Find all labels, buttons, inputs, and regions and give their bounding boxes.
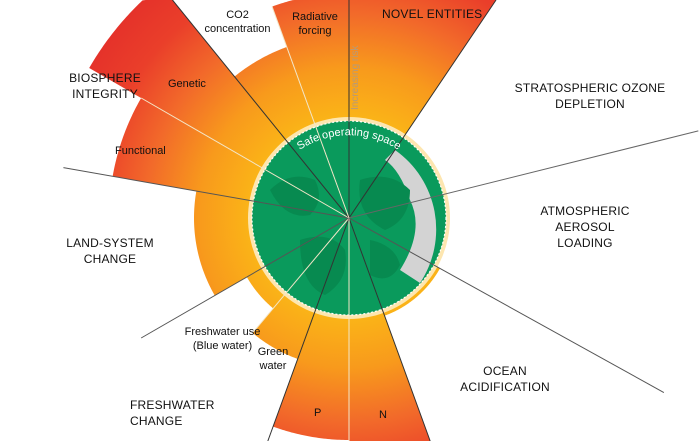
label-genetic: Genetic [168,78,206,90]
label-biosphere: BIOSPHERE INTEGRITY [69,71,141,101]
label-green-water: Green water [257,346,289,372]
label-radiative: Radiative forcing [292,11,338,37]
ozone-aerosol-grey-zone [385,150,437,283]
sector-divider [348,0,497,219]
sector-divider [267,217,350,441]
label-ozone: STRATOSPHERIC OZONE DEPLETION [514,81,666,111]
label-n: N [379,409,387,421]
sector-divider [172,0,350,219]
label-co2: CO2 concentration [204,9,271,35]
sector-divider [348,217,431,441]
sector-divider [140,217,350,339]
label-blue-water: Freshwater use (Blue water) [184,326,261,352]
sector-divider [348,130,699,219]
label-novel-entities: NOVEL ENTITIES [382,7,483,21]
sector-divider [140,97,350,219]
label-p: P [314,407,322,419]
label-land: LAND-SYSTEM CHANGE [66,236,154,266]
label-aerosol: ATMOSPHERIC AEROSOL LOADING [540,204,630,250]
label-functional: Functional [115,145,166,157]
sector-divider [252,217,350,334]
label-ocean: OCEAN ACIDIFICATION [460,364,550,394]
sector-divider [271,6,350,219]
sector-divider [348,217,665,393]
sector-divider [63,167,350,219]
label-freshwater: FRESHWATER CHANGE [130,398,215,428]
increasing-risk-label: Increasing risk [350,45,361,110]
